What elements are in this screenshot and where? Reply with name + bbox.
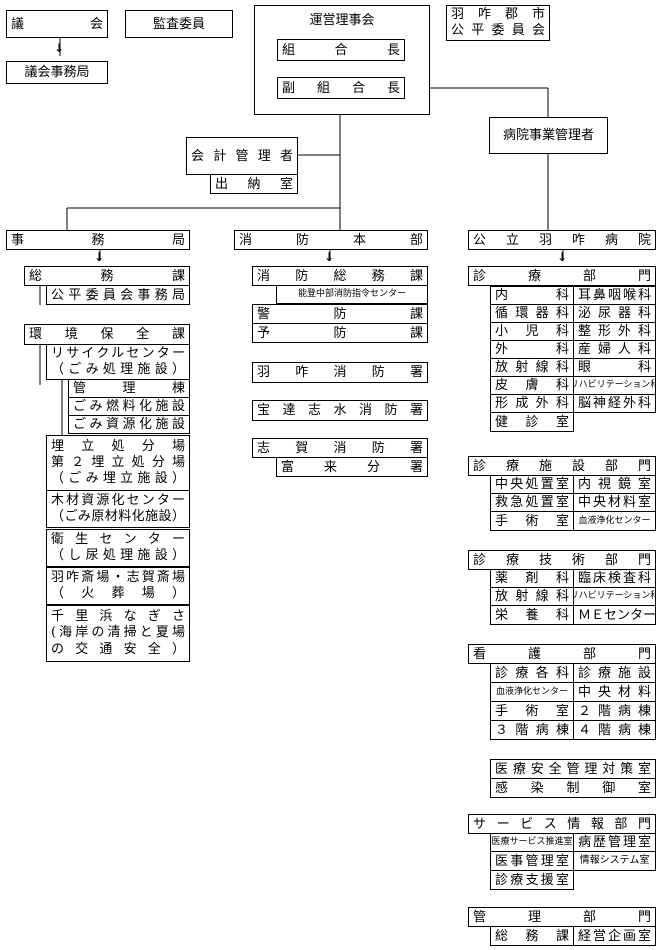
chirihama-box: 千里浜なぎさ(海岸の清掃と夏場の交通安全） <box>46 605 190 662</box>
arrow-down-icon: ↓ <box>94 250 105 264</box>
recycle-center-box: リサイクルセンター（ごみ処理施設） <box>46 344 190 380</box>
command-center-box: 能登中部消防指令センター <box>276 285 428 304</box>
fuel-facility-box: ごみ燃料化施設 <box>68 397 190 416</box>
medical-service-box: 医療サービス推進室 <box>490 833 574 852</box>
secretariat-box: 事務局 <box>6 230 190 250</box>
environment-division-box: 環境保全課 <box>24 324 190 345</box>
ophthalmology-box: 眼科 <box>573 358 656 377</box>
hakui-station-box: 羽咋消防署 <box>252 362 428 383</box>
central-treatment-box: 中央処置室 <box>490 475 574 494</box>
ent-box: 耳鼻咽喉科 <box>573 286 656 305</box>
admin-building-box: 管理棟 <box>68 379 190 398</box>
service-info-box: サービス情報部門 <box>468 814 656 834</box>
ward-4f-box: ４階病棟 <box>573 720 656 740</box>
resource-facility-box: ごみ資源化施設 <box>68 415 190 434</box>
landfill-box: 埋立処分場第２埋立処分場（ごみ埋立施設） <box>46 435 190 491</box>
urology-box: 泌尿器科 <box>573 304 656 323</box>
pharmacy-box: 薬剤科 <box>490 569 574 588</box>
neurosurgery-box: 脳神経外科 <box>573 394 656 413</box>
arrow-down-icon: ↓ <box>54 41 65 55</box>
ward-3f-box: ３階病棟 <box>490 720 574 740</box>
clinical-lab-box: 臨床検査科 <box>573 569 656 588</box>
togi-branch-box: 富来分署 <box>276 457 428 477</box>
cardiology-box: 循環器科 <box>490 304 574 323</box>
crematorium-box: 羽咋斎場・志賀斎場（火葬場） <box>46 567 190 605</box>
clinical-facilities-box: 診療施設部門 <box>468 456 656 476</box>
endoscopy-box: 内視鏡室 <box>573 475 656 494</box>
orthopedics-box: 整形外科 <box>573 322 656 341</box>
shika-station-box: 志賀消防署 <box>252 438 428 458</box>
clinical-support-box: 診療支援室 <box>490 870 574 890</box>
nursing-operating-box: 手術室 <box>490 701 574 721</box>
operating-room-box: 手術室 <box>490 511 574 531</box>
radiology-box: 放射線科 <box>490 358 574 377</box>
surgery-box: 外科 <box>490 340 574 359</box>
audit-committee-box: 監査委員 <box>125 10 233 38</box>
fire-prevention-box: 予防課 <box>252 323 428 343</box>
board-title: 運営理事会 <box>309 13 375 28</box>
me-center-box: ＭＥセンター <box>573 605 656 625</box>
wood-center-box: 木材資源化センター（ごみ原材料化施設） <box>46 490 190 528</box>
nursing-supply-box: 中央材料 <box>573 682 656 702</box>
treasury-box: 出納室 <box>210 174 298 194</box>
infection-control-box: 感染制御室 <box>490 778 656 798</box>
arrow-down-icon: ↓ <box>557 250 568 264</box>
medical-admin-box: 医事管理室 <box>490 851 574 871</box>
arrow-down-icon: ↓ <box>324 250 335 264</box>
nursing-dialysis-box: 血液浄化センター <box>490 682 574 702</box>
hakui-hospital-box: 公立羽咋病院 <box>468 230 656 250</box>
rehabilitation-box: リハビリテーション科 <box>573 376 656 395</box>
assembly-box: 議 会 <box>6 10 108 38</box>
sanitation-center-box: 衛生センター（し尿処理施設） <box>46 529 190 567</box>
dermatology-box: 皮膚科 <box>490 376 574 395</box>
business-planning-box: 経営企画室 <box>573 926 656 946</box>
assembly-secretariat-box: 議会事務局 <box>6 61 108 84</box>
info-system-box: 情報システム室 <box>573 851 656 871</box>
clinical-department-box: 診療部門 <box>468 266 656 286</box>
nursing-clinical-box: 診療各科 <box>490 663 574 683</box>
fire-headquarters-box: 消防本部 <box>234 230 428 250</box>
rehabilitation-tech-box: リハビリテーション科 <box>573 587 656 606</box>
fire-general-affairs-box: 消防総務課 <box>252 266 428 286</box>
ward-2f-box: ２階病棟 <box>573 701 656 721</box>
plastic-surgery-box: 形成外科 <box>490 394 574 413</box>
radiology-tech-box: 放射線科 <box>490 587 574 606</box>
fire-defense-box: 警防課 <box>252 304 428 324</box>
medical-safety-box: 医療安全管理対策室 <box>490 759 656 779</box>
emergency-box: 救急処置室 <box>490 493 574 512</box>
management-department-box: 管理部門 <box>468 907 656 927</box>
union-head-box: 組 合 長 <box>277 39 405 61</box>
hospital-general-affairs-box: 総務課 <box>490 926 574 946</box>
dialysis-center-box: 血液浄化センター <box>573 511 656 531</box>
pediatrics-box: 小児科 <box>490 322 574 341</box>
internal-medicine-box: 内科 <box>490 286 574 305</box>
obstetrics-box: 産婦人科 <box>573 340 656 359</box>
hodatsu-station-box: 宝達志水消防署 <box>252 400 428 421</box>
nursing-facilities-box: 診療施設 <box>573 663 656 683</box>
deputy-union-head-box: 副組合長 <box>277 77 405 99</box>
fairness-committee-box: 羽咋郡市公平委員会 <box>446 5 550 41</box>
hospital-manager-box: 病院事業管理者 <box>489 117 608 154</box>
nutrition-box: 栄養科 <box>490 605 574 625</box>
accounting-manager-box: 会計管理者 <box>186 137 298 175</box>
clinical-technology-box: 診療技術部門 <box>468 550 656 570</box>
checkup-room-box: 健診室 <box>490 412 574 432</box>
nursing-department-box: 看護部門 <box>468 644 656 664</box>
central-supply-box: 中央材料室 <box>573 493 656 512</box>
general-affairs-box: 総務課 <box>24 266 190 286</box>
fairness-secretariat-box: 公平委員会事務局 <box>46 285 190 305</box>
medical-records-box: 病歴管理室 <box>573 833 656 852</box>
